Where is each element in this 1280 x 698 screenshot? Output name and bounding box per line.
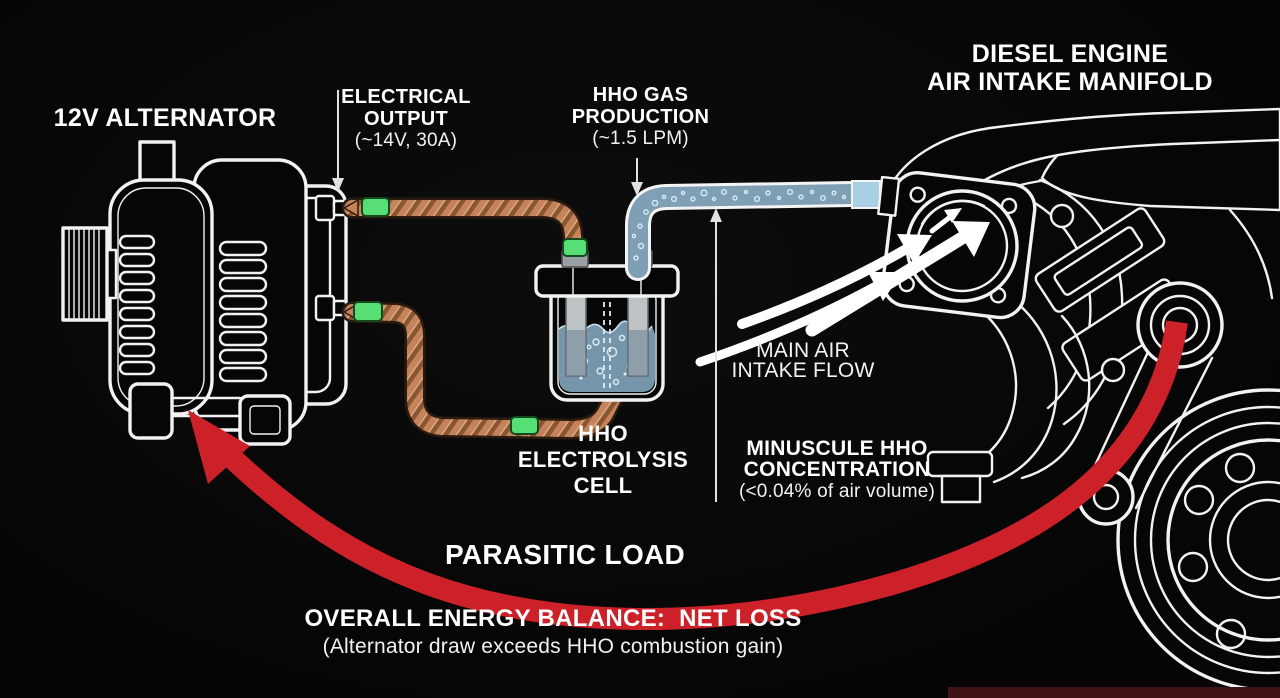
wire-connector-green: [353, 301, 383, 322]
electrical-output-line2: OUTPUT: [363, 108, 449, 130]
cell-label-line2: ELECTROLYSIS: [517, 447, 689, 472]
hho-gas-tube: [625, 175, 901, 281]
cell-label-line1: HHO: [578, 421, 628, 446]
hho-gas-value: (~1.5 LPM): [592, 128, 689, 149]
wire-connector-green: [562, 238, 588, 257]
electrical-output-label: ELECTRICAL OUTPUT (~14V, 30A): [336, 86, 476, 152]
main-air-line2: INTAKE FLOW: [731, 359, 875, 382]
engine-label-line2: AIR INTAKE MANIFOLD: [927, 68, 1213, 96]
alternator-terminal-positive: [314, 194, 336, 222]
electrical-output-value: (~14V, 30A): [354, 130, 458, 151]
electrical-output-line1: ELECTRICAL: [341, 86, 471, 108]
energy-balance-subtitle: (Alternator draw exceeds HHO combustion …: [322, 635, 784, 659]
copper-wire-upper: [341, 197, 585, 263]
main-air-label: MAIN AIR INTAKE FLOW: [722, 339, 884, 382]
alternator-terminal-negative: [314, 294, 336, 322]
engine-label-line1: DIESEL ENGINE: [971, 40, 1169, 68]
hho-gas-line2: PRODUCTION: [571, 106, 710, 128]
energy-balance-title: OVERALL ENERGY BALANCE: NET LOSS: [304, 605, 802, 632]
hho-concentration-line2: CONCENTRATION: [743, 458, 931, 481]
engine-label: DIESEL ENGINE AIR INTAKE MANIFOLD: [890, 40, 1250, 96]
copper-wire-lower: [341, 301, 623, 440]
energy-balance-label: OVERALL ENERGY BALANCE: NET LOSS (Altern…: [288, 605, 818, 659]
alternator-illustration: [61, 140, 348, 446]
hho-concentration-line1: MINUSCULE HHO: [746, 437, 928, 460]
parasitic-load-arrow: [188, 320, 1188, 630]
bottom-red-glow: [948, 687, 1280, 698]
hho-concentration-label: MINUSCULE HHO CONCENTRATION (<0.04% of a…: [714, 438, 960, 503]
cell-label: HHO ELECTROLYSIS CELL: [495, 421, 711, 499]
parasitic-load-label: PARASITIC LOAD: [444, 539, 686, 570]
main-air-line1: MAIN AIR: [756, 339, 850, 362]
hho-gas-line1: HHO GAS: [592, 84, 689, 106]
alternator-label: 12V ALTERNATOR: [53, 104, 277, 132]
pointer-hho-concentration: [710, 208, 722, 502]
cell-lid: [534, 264, 680, 298]
wire-connector-green: [510, 416, 539, 435]
engine-illustration: [881, 107, 1280, 692]
pointer-hho-gas: [631, 158, 643, 196]
wire-connector-green: [361, 197, 390, 217]
tube-coupler: [851, 180, 881, 209]
hho-concentration-value: (<0.04% of air volume): [738, 481, 936, 502]
hho-gas-label: HHO GAS PRODUCTION (~1.5 LPM): [563, 84, 718, 150]
cell-label-line3: CELL: [573, 473, 633, 498]
pointer-electrical-output: [332, 90, 344, 192]
air-flow-arrows: [695, 208, 990, 367]
